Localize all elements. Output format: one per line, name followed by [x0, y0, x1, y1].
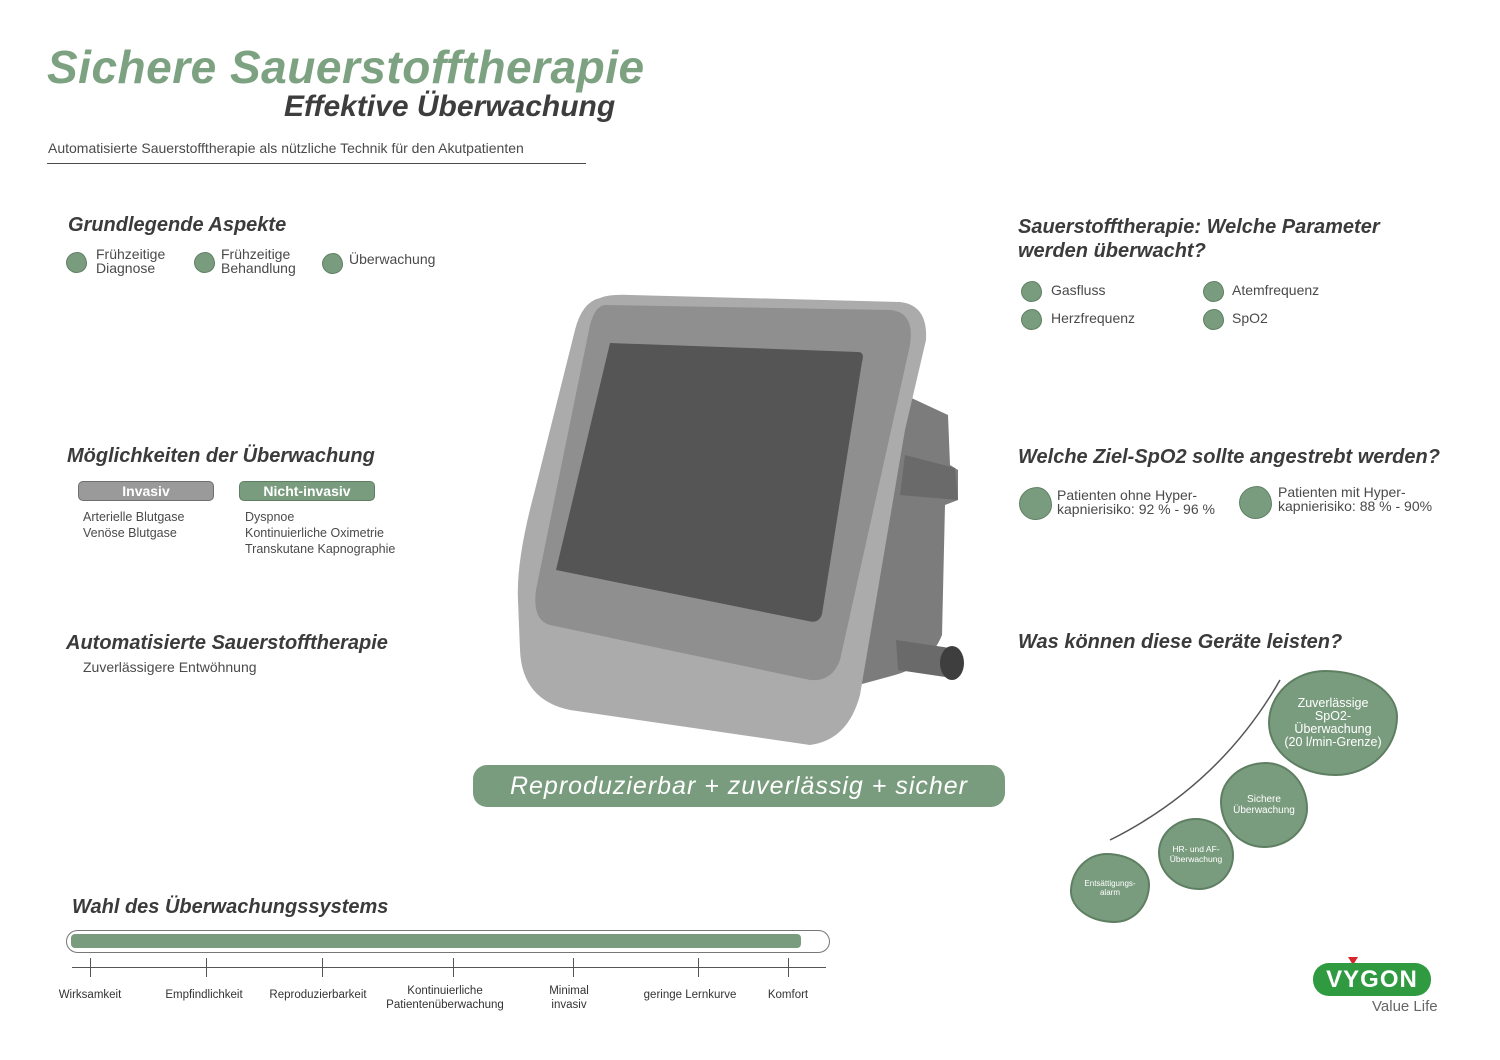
bullet-blob-icon [1021, 281, 1042, 302]
aspect-item: Überwachung [349, 251, 436, 267]
bullet-blob-icon [1019, 487, 1052, 520]
bullet-blob-icon [322, 253, 343, 274]
nicht-invasiv-pill: Nicht-invasiv [239, 481, 375, 501]
summary-banner: Reproduzierbar + zuverlässig + sicher [473, 765, 1005, 807]
section-heading-wahl: Wahl des Überwachungssystems [72, 896, 389, 918]
scale-tick [90, 958, 91, 977]
section-heading-parameter: Sauerstofftherapie: Welche Parameter wer… [1018, 216, 1380, 262]
progress-fill [71, 934, 801, 948]
capability-bubble: HR- und AF-Überwachung [1158, 818, 1234, 890]
bullet-blob-icon [1203, 281, 1224, 302]
monitoring-progress-bar [66, 930, 830, 953]
scale-tick [322, 958, 323, 977]
ziel-item: Patienten ohne Hyper-kapnierisiko: 92 % … [1057, 487, 1215, 517]
vygon-logo-mark [1313, 957, 1431, 996]
parameter-item: SpO2 [1232, 310, 1268, 326]
scale-label: Wirksamkeit [58, 989, 122, 1001]
bullet-blob-icon [194, 252, 215, 273]
capability-curve [1109, 679, 1281, 841]
bullet-blob-icon [66, 252, 87, 273]
section-heading-moeglichkeiten: Möglichkeiten der Überwachung [67, 445, 375, 467]
bullet-blob-icon [1239, 486, 1272, 519]
scale-label: Komfort [767, 989, 809, 1001]
scale-tick [453, 958, 454, 977]
invasiv-pill: Invasiv [78, 481, 214, 501]
scale-label: Reproduzierbarkeit [269, 989, 367, 1001]
logo-tagline: Value Life [1372, 998, 1438, 1015]
scale-label: Empfindlichkeit [165, 989, 243, 1001]
scale-label: geringe Lernkurve [643, 989, 737, 1001]
nicht-invasiv-list: Dyspnoe Kontinuierliche Oximetrie Transk… [245, 510, 396, 556]
vygon-logo: VYGON Value Life [1312, 956, 1438, 1018]
bullet-blob-icon [1203, 309, 1224, 330]
scale-tick [573, 958, 574, 977]
capability-bubble: Entsättigungs-alarm [1070, 853, 1150, 923]
section-heading-automatisiert: Automatisierte Sauerstofftherapie [66, 632, 388, 654]
scale-axis [72, 967, 826, 968]
scale-tick [206, 958, 207, 977]
section-heading-grundlegend: Grundlegende Aspekte [68, 214, 287, 236]
intro-text: Automatisierte Sauerstofftherapie als nü… [48, 140, 524, 156]
page-subtitle: Effektive Überwachung [284, 90, 616, 123]
intro-divider [47, 163, 586, 164]
automatisiert-text: Zuverlässigere Entwöhnung [83, 659, 257, 675]
monitor-device-illustration [517, 294, 964, 745]
page-title: Sichere Sauerstofftherapie [47, 41, 645, 93]
parameter-item: Gasfluss [1051, 282, 1106, 298]
scale-tick [698, 958, 699, 977]
ziel-item: Patienten mit Hyper-kapnierisiko: 88 % -… [1278, 484, 1433, 514]
section-heading-ziel: Welche Ziel-SpO2 sollte angestrebt werde… [1018, 446, 1440, 468]
bullet-blob-icon [1021, 309, 1042, 330]
parameter-item: Atemfrequenz [1232, 282, 1320, 298]
scale-tick [788, 958, 789, 977]
invasiv-list: Arterielle Blutgase Venöse Blutgase [83, 510, 185, 540]
parameter-item: Herzfrequenz [1051, 310, 1136, 326]
section-heading-geraete: Was können diese Geräte leisten? [1018, 631, 1343, 653]
logo-brand: VYGON [1326, 966, 1418, 993]
